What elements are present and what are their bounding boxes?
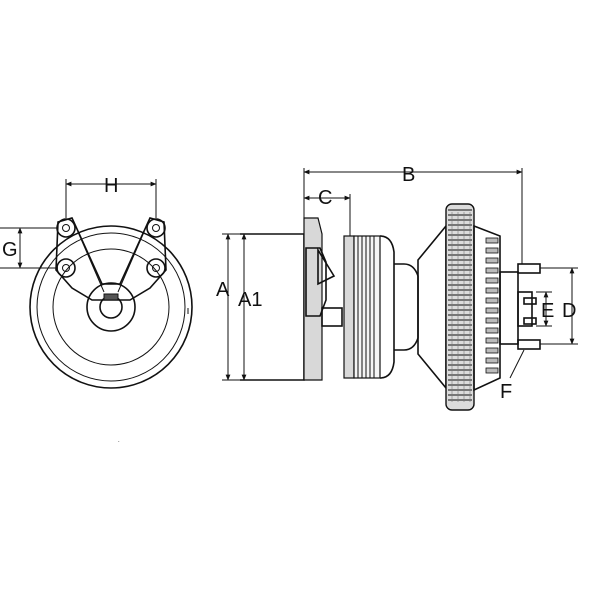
dimension-e: E <box>536 291 554 327</box>
dimension-g: G <box>0 227 58 269</box>
dimension-b-label: B <box>402 164 415 186</box>
bolt-hole-top-left <box>56 218 76 238</box>
dimension-a1: A1 <box>238 233 262 381</box>
pulley-inner-circle <box>52 248 170 366</box>
dimension-c-label: C <box>318 187 332 209</box>
shaft-neck <box>394 263 419 351</box>
pulley-outer-circle <box>29 225 193 389</box>
dimension-a: A <box>216 233 240 381</box>
pilot-hub <box>517 291 533 327</box>
pilot-stud-top <box>523 297 537 305</box>
pulley-flange-left <box>343 235 355 379</box>
bolt-hole-bottom-right <box>146 258 166 278</box>
bracket-ribs <box>77 231 145 293</box>
clutch-fin-pack <box>445 203 475 411</box>
pilot-stud-bottom <box>523 317 537 325</box>
dimension-d-label: D <box>562 300 576 322</box>
hub-outer <box>86 282 136 332</box>
hub-keyway <box>103 293 119 301</box>
stud-bottom <box>517 339 541 350</box>
dimension-h-label: H <box>104 175 118 197</box>
stud-top <box>517 263 541 274</box>
dimension-f: F <box>500 349 525 403</box>
dimension-g-label: G <box>2 239 18 261</box>
side-view: B C A A1 E <box>216 164 578 411</box>
rear-cover-teeth <box>485 237 499 374</box>
dimension-a-label: A <box>216 279 230 301</box>
bracket-boss <box>305 247 327 317</box>
bolt-hole-top-right <box>146 218 166 238</box>
dimension-b: B <box>303 164 523 264</box>
front-view: H G . <box>0 175 193 444</box>
dimension-h: H <box>65 175 157 218</box>
rear-cover <box>473 224 501 392</box>
dimension-c: C <box>303 187 351 236</box>
pulley-rim-circle <box>36 232 186 382</box>
pulley-grooves <box>353 235 381 379</box>
conical-hub <box>417 223 447 391</box>
bracket-gusset <box>317 247 336 286</box>
dimension-f-label: F <box>500 381 512 403</box>
pulley-edge <box>379 235 395 379</box>
stray-mark: . <box>118 438 120 444</box>
mounting-bracket <box>55 217 167 301</box>
bracket-foot <box>321 307 343 327</box>
dimension-e-label: E <box>541 300 554 322</box>
bolt-hole-bottom-left <box>56 258 76 278</box>
mounting-face <box>499 271 519 345</box>
dimension-d: D <box>540 267 578 345</box>
dimension-a1-label: A1 <box>238 289 262 311</box>
